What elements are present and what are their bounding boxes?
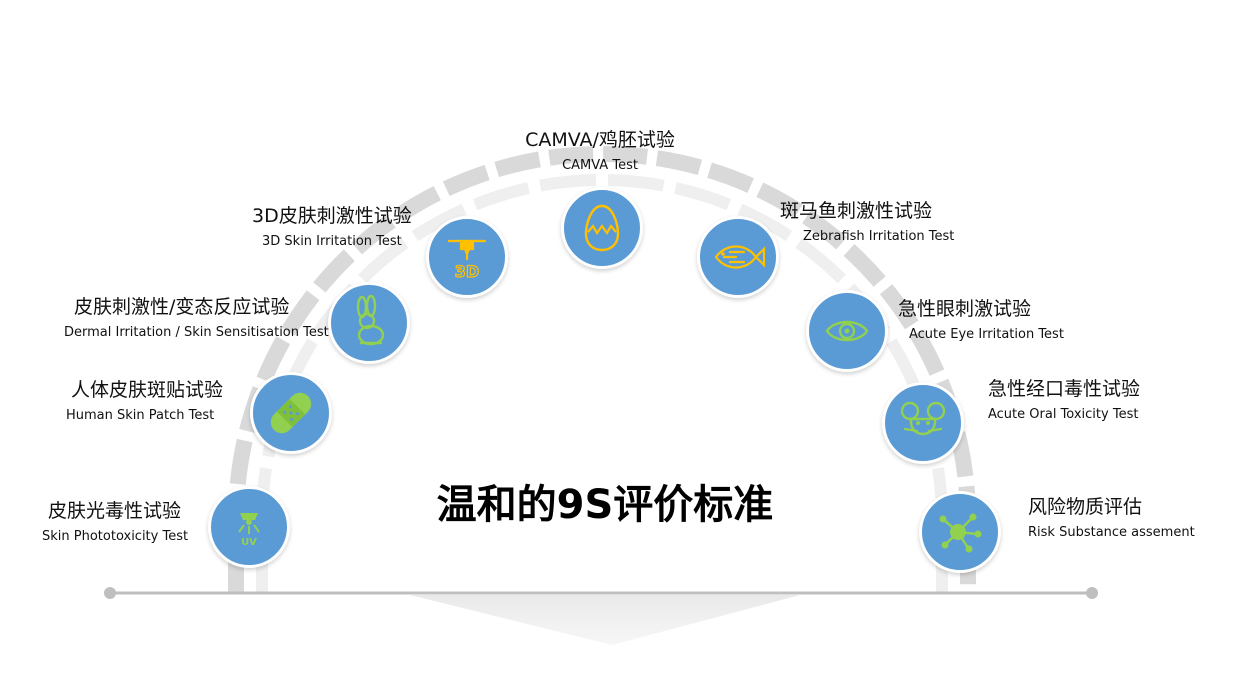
label-zh: CAMVA/鸡胚试验 <box>525 129 675 151</box>
node-acute-eye <box>806 290 888 372</box>
node-zebrafish <box>697 216 779 298</box>
fish-icon <box>714 245 766 269</box>
label-zh: 皮肤光毒性试验 <box>48 500 182 522</box>
label-en: Skin Phototoxicity Test <box>42 529 189 544</box>
eye-icon <box>825 320 869 342</box>
diagram-title: 温和的9S评价标准 <box>436 482 774 528</box>
node-3d-skin-irritation: 3D <box>426 216 508 298</box>
label-camva: CAMVA/鸡胚试验 CAMVA Test <box>480 128 720 176</box>
node-skin-phototoxicity: UV <box>208 486 290 568</box>
label-risk-substance: 风险物质评估 Risk Substance assement <box>1028 495 1195 543</box>
label-en: Zebrafish Irritation Test <box>803 229 955 244</box>
node-dermal-irritation <box>328 282 410 364</box>
label-skin-phototoxicity: 皮肤光毒性试验 Skin Phototoxicity Test <box>42 499 188 547</box>
label-zh: 急性经口毒性试验 <box>988 378 1141 400</box>
label-zebrafish: 斑马鱼刺激性试验 Zebrafish Irritation Test <box>780 199 954 247</box>
label-zh: 斑马鱼刺激性试验 <box>780 200 933 222</box>
svg-text:UV: UV <box>241 537 257 548</box>
funnel-shape <box>410 595 800 645</box>
bandage-icon <box>270 392 312 434</box>
rabbit-icon <box>356 294 385 346</box>
label-en: Human Skin Patch Test <box>66 408 215 423</box>
label-zh: 3D皮肤刺激性试验 <box>252 205 412 227</box>
label-zh: 人体皮肤斑贴试验 <box>71 379 224 401</box>
node-risk-substance <box>919 491 1001 573</box>
label-en: CAMVA Test <box>562 158 638 173</box>
inner-arc <box>256 174 948 592</box>
label-en: Dermal Irritation / Skin Sensitisation T… <box>64 325 329 340</box>
baseline-right-dot <box>1086 587 1098 599</box>
label-en: 3D Skin Irritation Test <box>262 234 402 249</box>
label-en: Acute Oral Toxicity Test <box>988 407 1139 422</box>
svg-text:3D: 3D <box>455 262 479 281</box>
virus-icon <box>939 513 982 553</box>
node-camva <box>561 187 643 269</box>
label-dermal-irritation: 皮肤刺激性/变态反应试验 Dermal Irritation / Skin Se… <box>64 295 329 343</box>
label-3d-skin-irritation: 3D皮肤刺激性试验 3D Skin Irritation Test <box>252 204 412 252</box>
node-acute-oral <box>882 382 964 464</box>
label-human-skin-patch: 人体皮肤斑贴试验 Human Skin Patch Test <box>66 378 223 426</box>
label-zh: 风险物质评估 <box>1028 496 1143 518</box>
label-acute-oral: 急性经口毒性试验 Acute Oral Toxicity Test <box>988 377 1140 425</box>
label-acute-eye: 急性眼刺激试验 Acute Eye Irritation Test <box>898 297 1064 345</box>
node-human-skin-patch <box>250 372 332 454</box>
uv-lamp-icon: UV <box>238 513 260 548</box>
mouse-icon <box>900 401 946 436</box>
label-zh: 急性眼刺激试验 <box>898 298 1032 320</box>
label-zh: 皮肤刺激性/变态反应试验 <box>74 296 290 318</box>
baseline-left-dot <box>104 587 116 599</box>
label-en: Risk Substance assement <box>1028 525 1195 540</box>
outer-arc <box>228 146 976 592</box>
label-en: Acute Eye Irritation Test <box>909 327 1064 342</box>
3d-printer-icon: 3D <box>447 239 487 282</box>
cracked-egg-icon <box>584 204 620 252</box>
